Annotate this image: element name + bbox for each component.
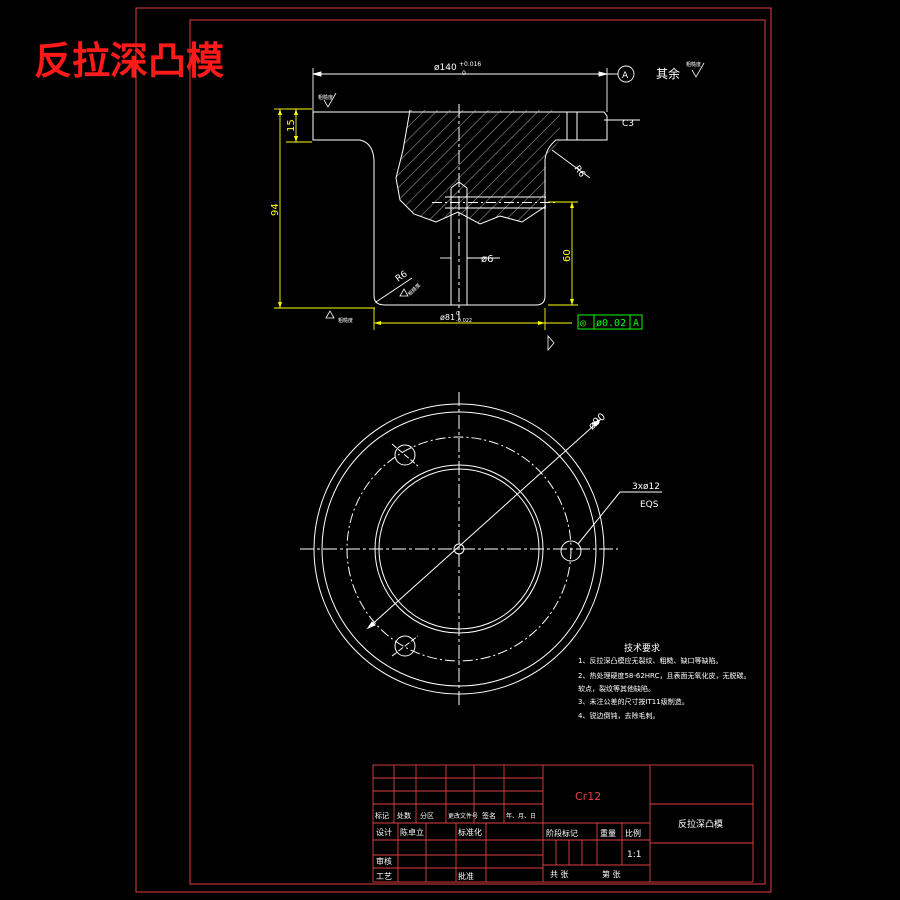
inner-frame [189,19,766,885]
break-line [395,109,547,225]
dim-flange-thickness: 15 [286,119,297,132]
finish-top-label: 粗糙度 [686,61,701,68]
tech-req-item-4: 4、锐边倒钝，去除毛刺。 [578,711,659,720]
dim-body-diameter: ø81 [440,313,455,322]
tech-req-item-2b: 软点，裂纹等其他缺陷。 [578,684,655,693]
tech-req-item-1: 1、反拉深凸模应无裂纹、粗糙、缺口等缺陷。 [578,656,722,665]
radius-lower: R6 [394,269,410,284]
bolt-hole-3 [394,635,416,657]
dim-tol-lower: 0 [462,70,466,77]
header-label-1: 标记 [375,811,389,820]
dim-total-height: 94 [270,203,281,216]
design-name: 陈卓立 [400,827,424,837]
material: Cr12 [575,790,601,803]
stage-label: 阶段标记 [546,828,578,838]
finish-symbols [323,62,705,352]
finish-bottom-label: 粗糙度 [338,317,353,324]
datum-circle [617,65,635,83]
technical-requirements: 技术要求 1、反拉深凸模应无裂纹、粗糙、缺口等缺陷。 2、热处理硬度58-62H… [578,642,750,720]
dim-hole-depth: 60 [562,249,573,262]
tech-req-item-3: 3、未注公差的尺寸按IT11级制造。 [578,697,689,706]
header-label-3: 分区 [420,811,434,820]
gdt-value: ø0.02 [596,318,626,329]
section-hatch [396,110,560,224]
standardization-label: 标准化 [458,827,482,837]
gdt-frame: ◎ ø0.02 A [577,314,643,330]
dim-body-tol-upper: 0 [456,311,459,317]
gdt-symbol: ◎ [580,318,586,329]
approve-label: 批准 [458,871,474,881]
part-name: 反拉深凸模 [678,818,723,830]
dim-small-hole: ø6 [481,254,493,265]
default-finish-label: 其余 [656,66,680,81]
gdt-datum: A [633,318,639,329]
chamfer-label: C3 [622,119,634,129]
scale-value: 1:1 [627,850,641,860]
bolt-hole-1 [394,444,416,466]
tech-req-heading: 技术要求 [624,642,660,654]
title-block [372,764,754,883]
hole-spacing: EQS [640,500,659,510]
sheet-number: 第 张 [602,869,621,879]
process-label: 工艺 [376,872,392,881]
bolt-hole-2 [560,540,582,562]
finish-left-label: 粗糙度 [318,94,333,101]
dim-tol-upper: +0.016 [459,61,481,68]
scale-label: 比例 [625,828,641,838]
section-view [312,104,608,320]
outer-frame [135,7,772,893]
sheets-total: 共 张 [550,870,569,879]
header-label-2: 处数 [397,811,411,820]
datum-label: A [622,71,629,81]
design-label: 设计 [376,827,392,837]
finish-mid-label: 粗糙度 [406,282,422,298]
weight-label: 重量 [600,828,616,838]
plan-view [300,392,662,706]
header-label-5: 签名 [482,811,496,820]
header-label-6: 年、月、日 [506,812,536,820]
dim-flange-diameter: ø140 [434,63,457,73]
drawing-title: 反拉深凸模 [34,38,224,83]
review-label: 审核 [376,856,392,866]
hole-callout: 3xø12 [632,482,660,492]
flange-bolt-hole [566,111,578,141]
header-label-4: 更改文件号 [448,812,478,820]
tech-req-item-2: 2、热处理硬度58-62HRC，且表面无氧化皮，无脱碳。 [578,671,750,680]
dim-body-tol-lower: -0.022 [456,318,472,324]
